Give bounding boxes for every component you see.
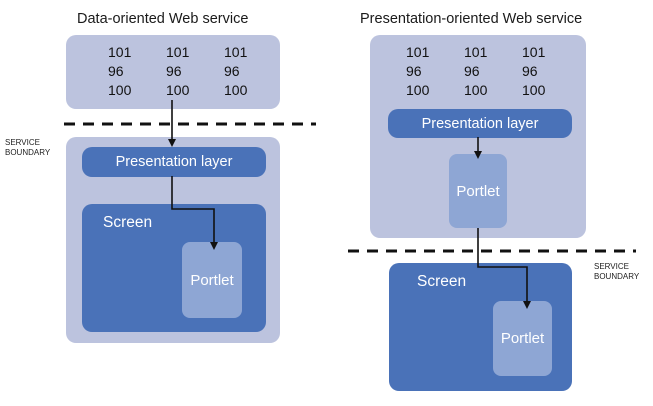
- data-value: 96: [166, 63, 182, 79]
- data-value: 96: [406, 63, 422, 79]
- data-value: 101: [406, 44, 430, 60]
- right-portlet-to-screen-portlet-arrow: [477, 228, 531, 309]
- data-value: 96: [464, 63, 480, 79]
- data-value: 100: [166, 82, 190, 98]
- data-value: 96: [224, 63, 240, 79]
- boundary-label-line: SERVICE: [5, 138, 40, 147]
- data-value: 96: [522, 63, 538, 79]
- data-value: 100: [108, 82, 132, 98]
- right-screen-label: Screen: [417, 273, 467, 290]
- left-data-grid: 101 101 101 96 96 96 100 100 100: [108, 43, 282, 100]
- data-value: 100: [224, 82, 248, 98]
- right-screen-portlet: Portlet: [493, 301, 552, 376]
- left-portlet: Portlet: [182, 242, 242, 318]
- right-service-portlet: Portlet: [449, 154, 507, 228]
- data-value: 100: [464, 82, 488, 98]
- data-value: 101: [522, 44, 546, 60]
- right-title: Presentation-oriented Web service: [360, 11, 583, 27]
- right-data-grid: 101 101 101 96 96 96 100 100 100: [406, 43, 580, 100]
- left-data-panel: 101 101 101 96 96 96 100 100 100: [66, 35, 280, 109]
- boundary-label-line: SERVICE: [594, 262, 629, 271]
- data-value: 100: [406, 82, 430, 98]
- right-presentation-layer: Presentation layer: [388, 109, 572, 138]
- left-title: Data-oriented Web service: [77, 11, 249, 27]
- data-value: 101: [108, 44, 132, 60]
- left-presentation-to-portlet-arrow: [171, 176, 218, 250]
- left-screen-label: Screen: [103, 214, 153, 231]
- left-service-boundary-label: SERVICE BOUNDARY: [5, 138, 50, 158]
- data-value: 101: [224, 44, 248, 60]
- data-value: 101: [464, 44, 488, 60]
- right-service-boundary-label: SERVICE BOUNDARY: [594, 262, 639, 282]
- boundary-label-line: BOUNDARY: [5, 148, 51, 157]
- data-value: 100: [522, 82, 546, 98]
- data-value: 96: [108, 63, 124, 79]
- left-presentation-layer: Presentation layer: [82, 147, 266, 177]
- data-value: 101: [166, 44, 190, 60]
- boundary-label-line: BOUNDARY: [594, 272, 640, 281]
